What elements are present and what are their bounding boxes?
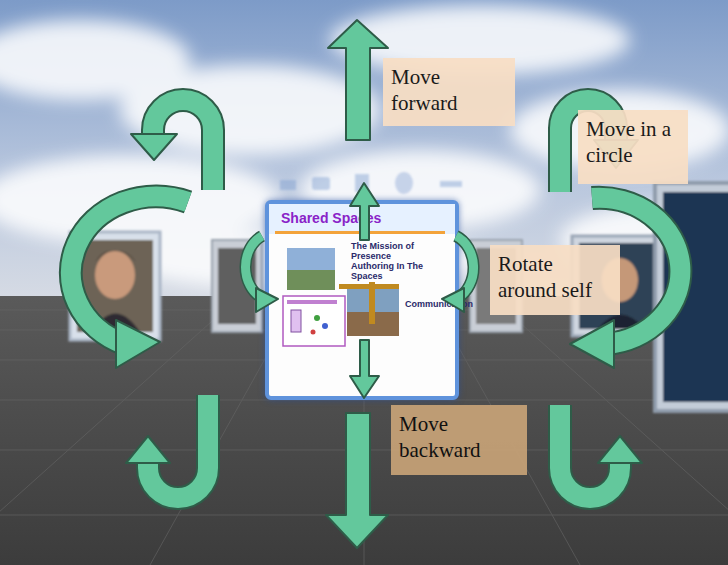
- slide-text: Communication: [405, 300, 453, 310]
- callout-box: Move backward: [391, 405, 527, 475]
- callout-text: Move in a circle: [586, 116, 680, 169]
- callout-text: Move backward: [399, 411, 519, 464]
- callout-text: Move forward: [391, 64, 507, 117]
- presentation-panel: Shared SpacesThe Mission of PresenceAuth…: [265, 200, 459, 400]
- callout-box: Move forward: [383, 58, 515, 126]
- callout-box: Rotate around self: [490, 245, 620, 315]
- callout-text: Rotate around self: [498, 251, 612, 304]
- slide-text: Authoring In The Spaces: [351, 262, 451, 282]
- panel-title: Shared Spaces: [277, 210, 385, 226]
- callout-box: Move in a circle: [578, 110, 688, 184]
- slide-text: The Mission of Presence: [351, 242, 451, 262]
